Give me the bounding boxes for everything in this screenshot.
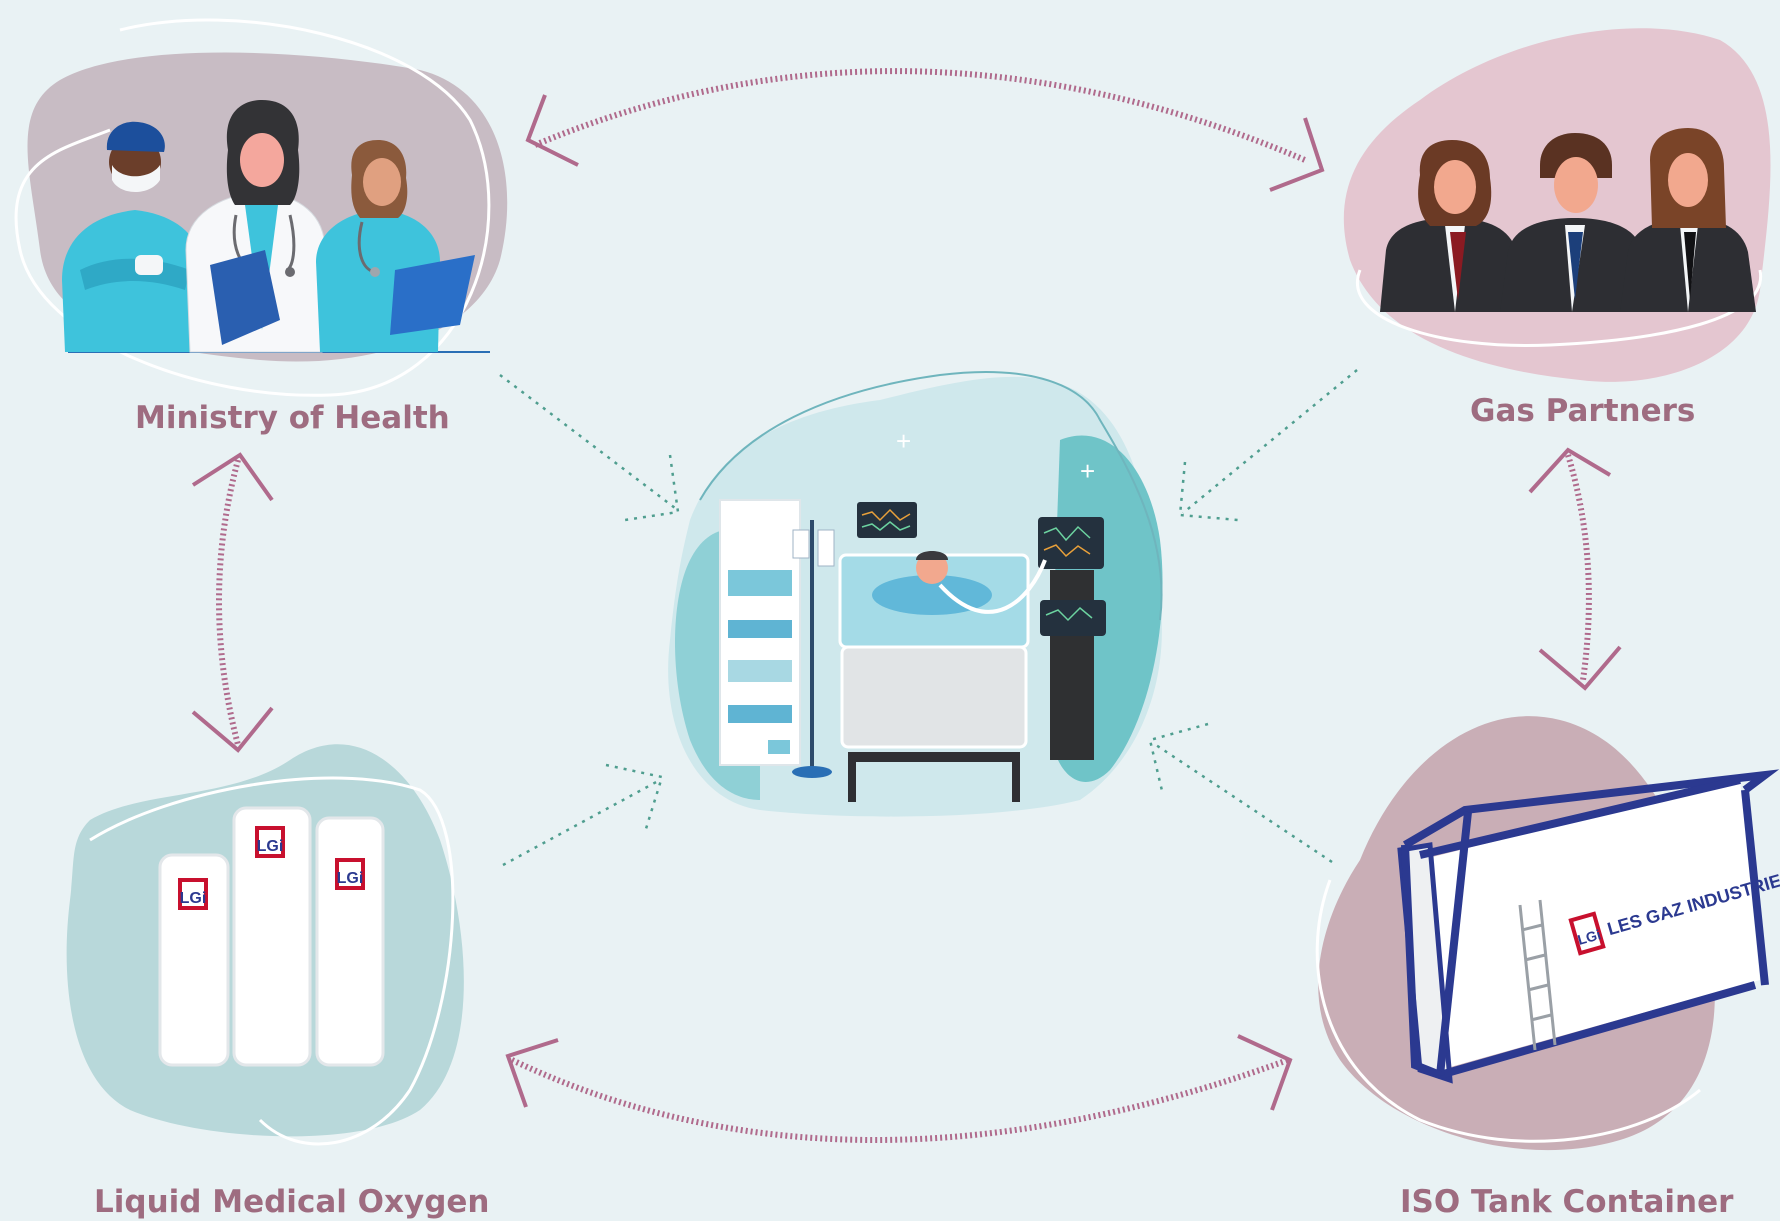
inward-arrow-head-ministry xyxy=(624,454,680,522)
iso-ladder xyxy=(1518,899,1557,1051)
label-ministry-of-health: Ministry of Health xyxy=(135,400,450,436)
business-woman-right xyxy=(1620,128,1756,312)
oxygen-tank-middle xyxy=(232,806,312,1067)
tank-logo-text: LGi xyxy=(180,890,207,907)
wall-monitor xyxy=(857,502,917,538)
business-people-illustration xyxy=(1380,128,1756,312)
arrow-top-arc xyxy=(533,68,1307,163)
arrow-head-right-bottom xyxy=(1538,645,1622,691)
business-woman-left xyxy=(1380,140,1520,312)
arrow-head-left-bottom xyxy=(191,706,274,753)
oxygen-tank-right xyxy=(315,816,385,1067)
label-iso-tank-container: ISO Tank Container xyxy=(1400,1184,1734,1220)
inward-arrow-head-iso xyxy=(1148,722,1209,796)
lgi-logo-tank-left: LGi xyxy=(178,878,208,910)
arrow-head-top-right xyxy=(1269,117,1325,192)
arrow-head-bottom-right xyxy=(1237,1034,1293,1111)
inward-arrow-head-oxygen xyxy=(605,763,664,833)
medical-staff-illustration xyxy=(62,100,490,353)
tank-logo-text: LGi xyxy=(337,870,364,887)
business-man-middle xyxy=(1500,133,1648,312)
arrow-head-top-left xyxy=(525,94,579,167)
inward-arrow-from-ministry xyxy=(499,374,676,509)
lgi-logo-tank-middle: LGi xyxy=(255,826,285,858)
arrow-bottom-arc xyxy=(510,1057,1290,1143)
iso-logo-text: LGi xyxy=(1576,926,1603,948)
arrow-left-arc xyxy=(216,459,241,746)
plus-mark: + xyxy=(896,426,911,456)
iso-tank-illustration: LGi LES GAZ INDUSTRIELS xyxy=(1397,769,1780,1084)
bed-base xyxy=(840,645,1028,749)
hospital-icu-illustration: + + xyxy=(719,426,1106,802)
tank-logo-text: LGi xyxy=(257,838,284,855)
iso-frame xyxy=(1401,769,1780,1079)
arrow-head-bottom-left xyxy=(505,1038,559,1108)
inward-arrow-from-gas xyxy=(1182,369,1358,514)
oxygen-tanks-illustration: LGi LGi LGi xyxy=(158,806,385,1067)
doctor-figure xyxy=(185,100,326,353)
inward-arrow-from-iso xyxy=(1152,741,1333,864)
blob-hospital-outline xyxy=(699,371,1163,621)
blob-oxygen-outline xyxy=(89,776,455,1146)
oxygen-tank-left xyxy=(158,853,230,1067)
vital-monitor xyxy=(1038,517,1104,569)
arrow-right-arc xyxy=(1565,454,1592,681)
iso-tank-body xyxy=(1420,780,1760,1070)
blob-ministry-outline xyxy=(14,18,491,397)
label-liquid-medical-oxygen: Liquid Medical Oxygen xyxy=(94,1184,490,1220)
plus-mark: + xyxy=(1080,456,1095,486)
blob-iso-outline xyxy=(1315,879,1701,1143)
lgi-logo-tank-right: LGi xyxy=(335,858,365,890)
surgeon-figure xyxy=(62,121,205,352)
inward-arrow-head-gas xyxy=(1178,461,1239,522)
arrow-head-left-top xyxy=(191,452,274,502)
arrow-head-right-top xyxy=(1528,447,1612,494)
inward-arrows xyxy=(499,369,1358,867)
label-gas-partners: Gas Partners xyxy=(1470,393,1696,429)
nurse-figure xyxy=(316,140,475,352)
arrows xyxy=(191,68,1622,1143)
vital-monitor-lower xyxy=(1040,600,1106,636)
inward-arrow-from-oxygen xyxy=(502,778,661,867)
ventilator-stand xyxy=(1050,570,1094,760)
